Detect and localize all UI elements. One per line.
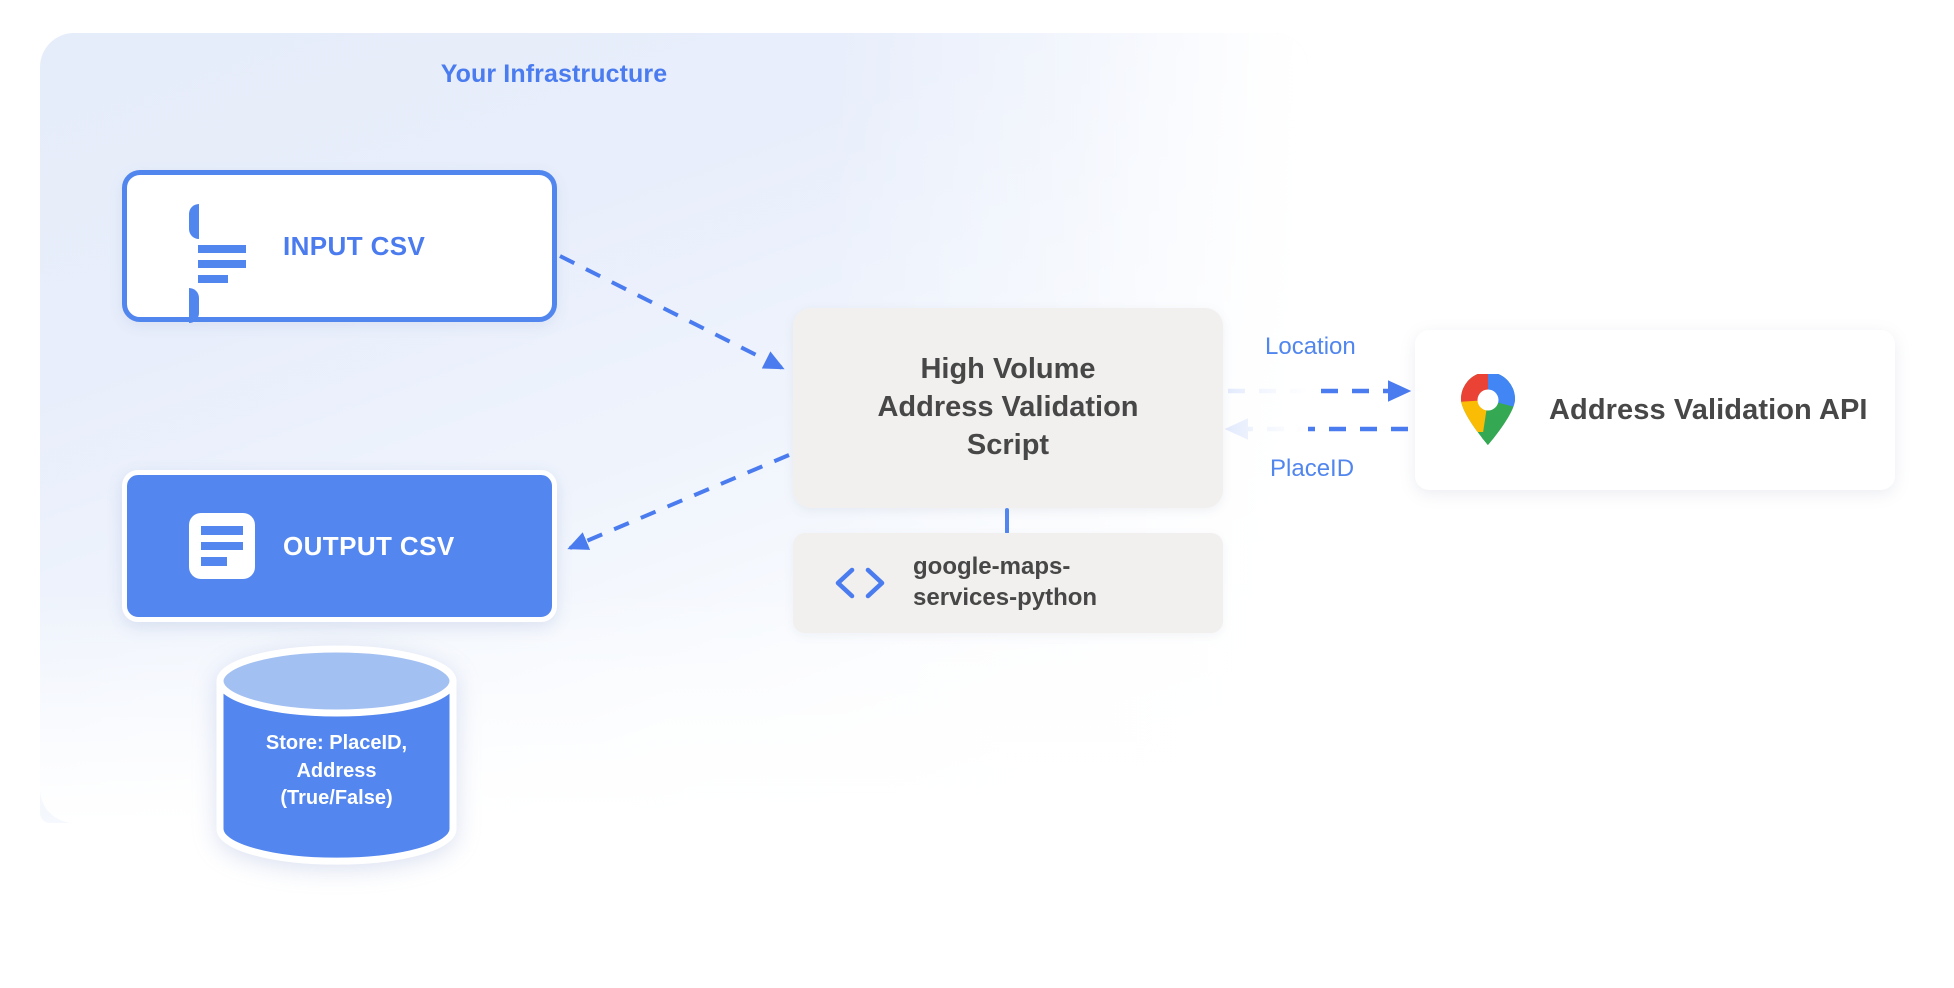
node-library-label: google-maps- services-python	[913, 553, 1098, 611]
node-api-label: Address Validation API	[1549, 393, 1868, 426]
node-script-label: High Volume Address Validation Script	[877, 353, 1139, 461]
node-input-csv-label: INPUT CSV	[283, 230, 426, 261]
node-library[interactable]: google-maps- services-python	[793, 533, 1223, 633]
node-output-csv[interactable]: OUTPUT CSV	[122, 470, 557, 622]
node-script[interactable]: High Volume Address Validation Script	[793, 308, 1223, 508]
node-output-csv-label: OUTPUT CSV	[283, 530, 455, 561]
code-brackets-icon	[833, 563, 887, 603]
document-icon	[189, 204, 255, 323]
google-maps-pin-icon	[1457, 374, 1519, 446]
node-input-csv[interactable]: INPUT CSV	[122, 170, 557, 323]
page-title: Your Infrastructure	[440, 60, 668, 88]
node-address-validation-api[interactable]: Address Validation API	[1415, 330, 1895, 490]
edge-label-location: Location	[1265, 333, 1356, 360]
script-library-connector	[1005, 508, 1009, 534]
node-database[interactable]	[214, 645, 459, 865]
edge-label-placeid: PlaceID	[1270, 455, 1355, 482]
node-database-label: Store: PlaceID, Address (True/False)	[265, 732, 408, 810]
document-icon	[189, 513, 255, 579]
